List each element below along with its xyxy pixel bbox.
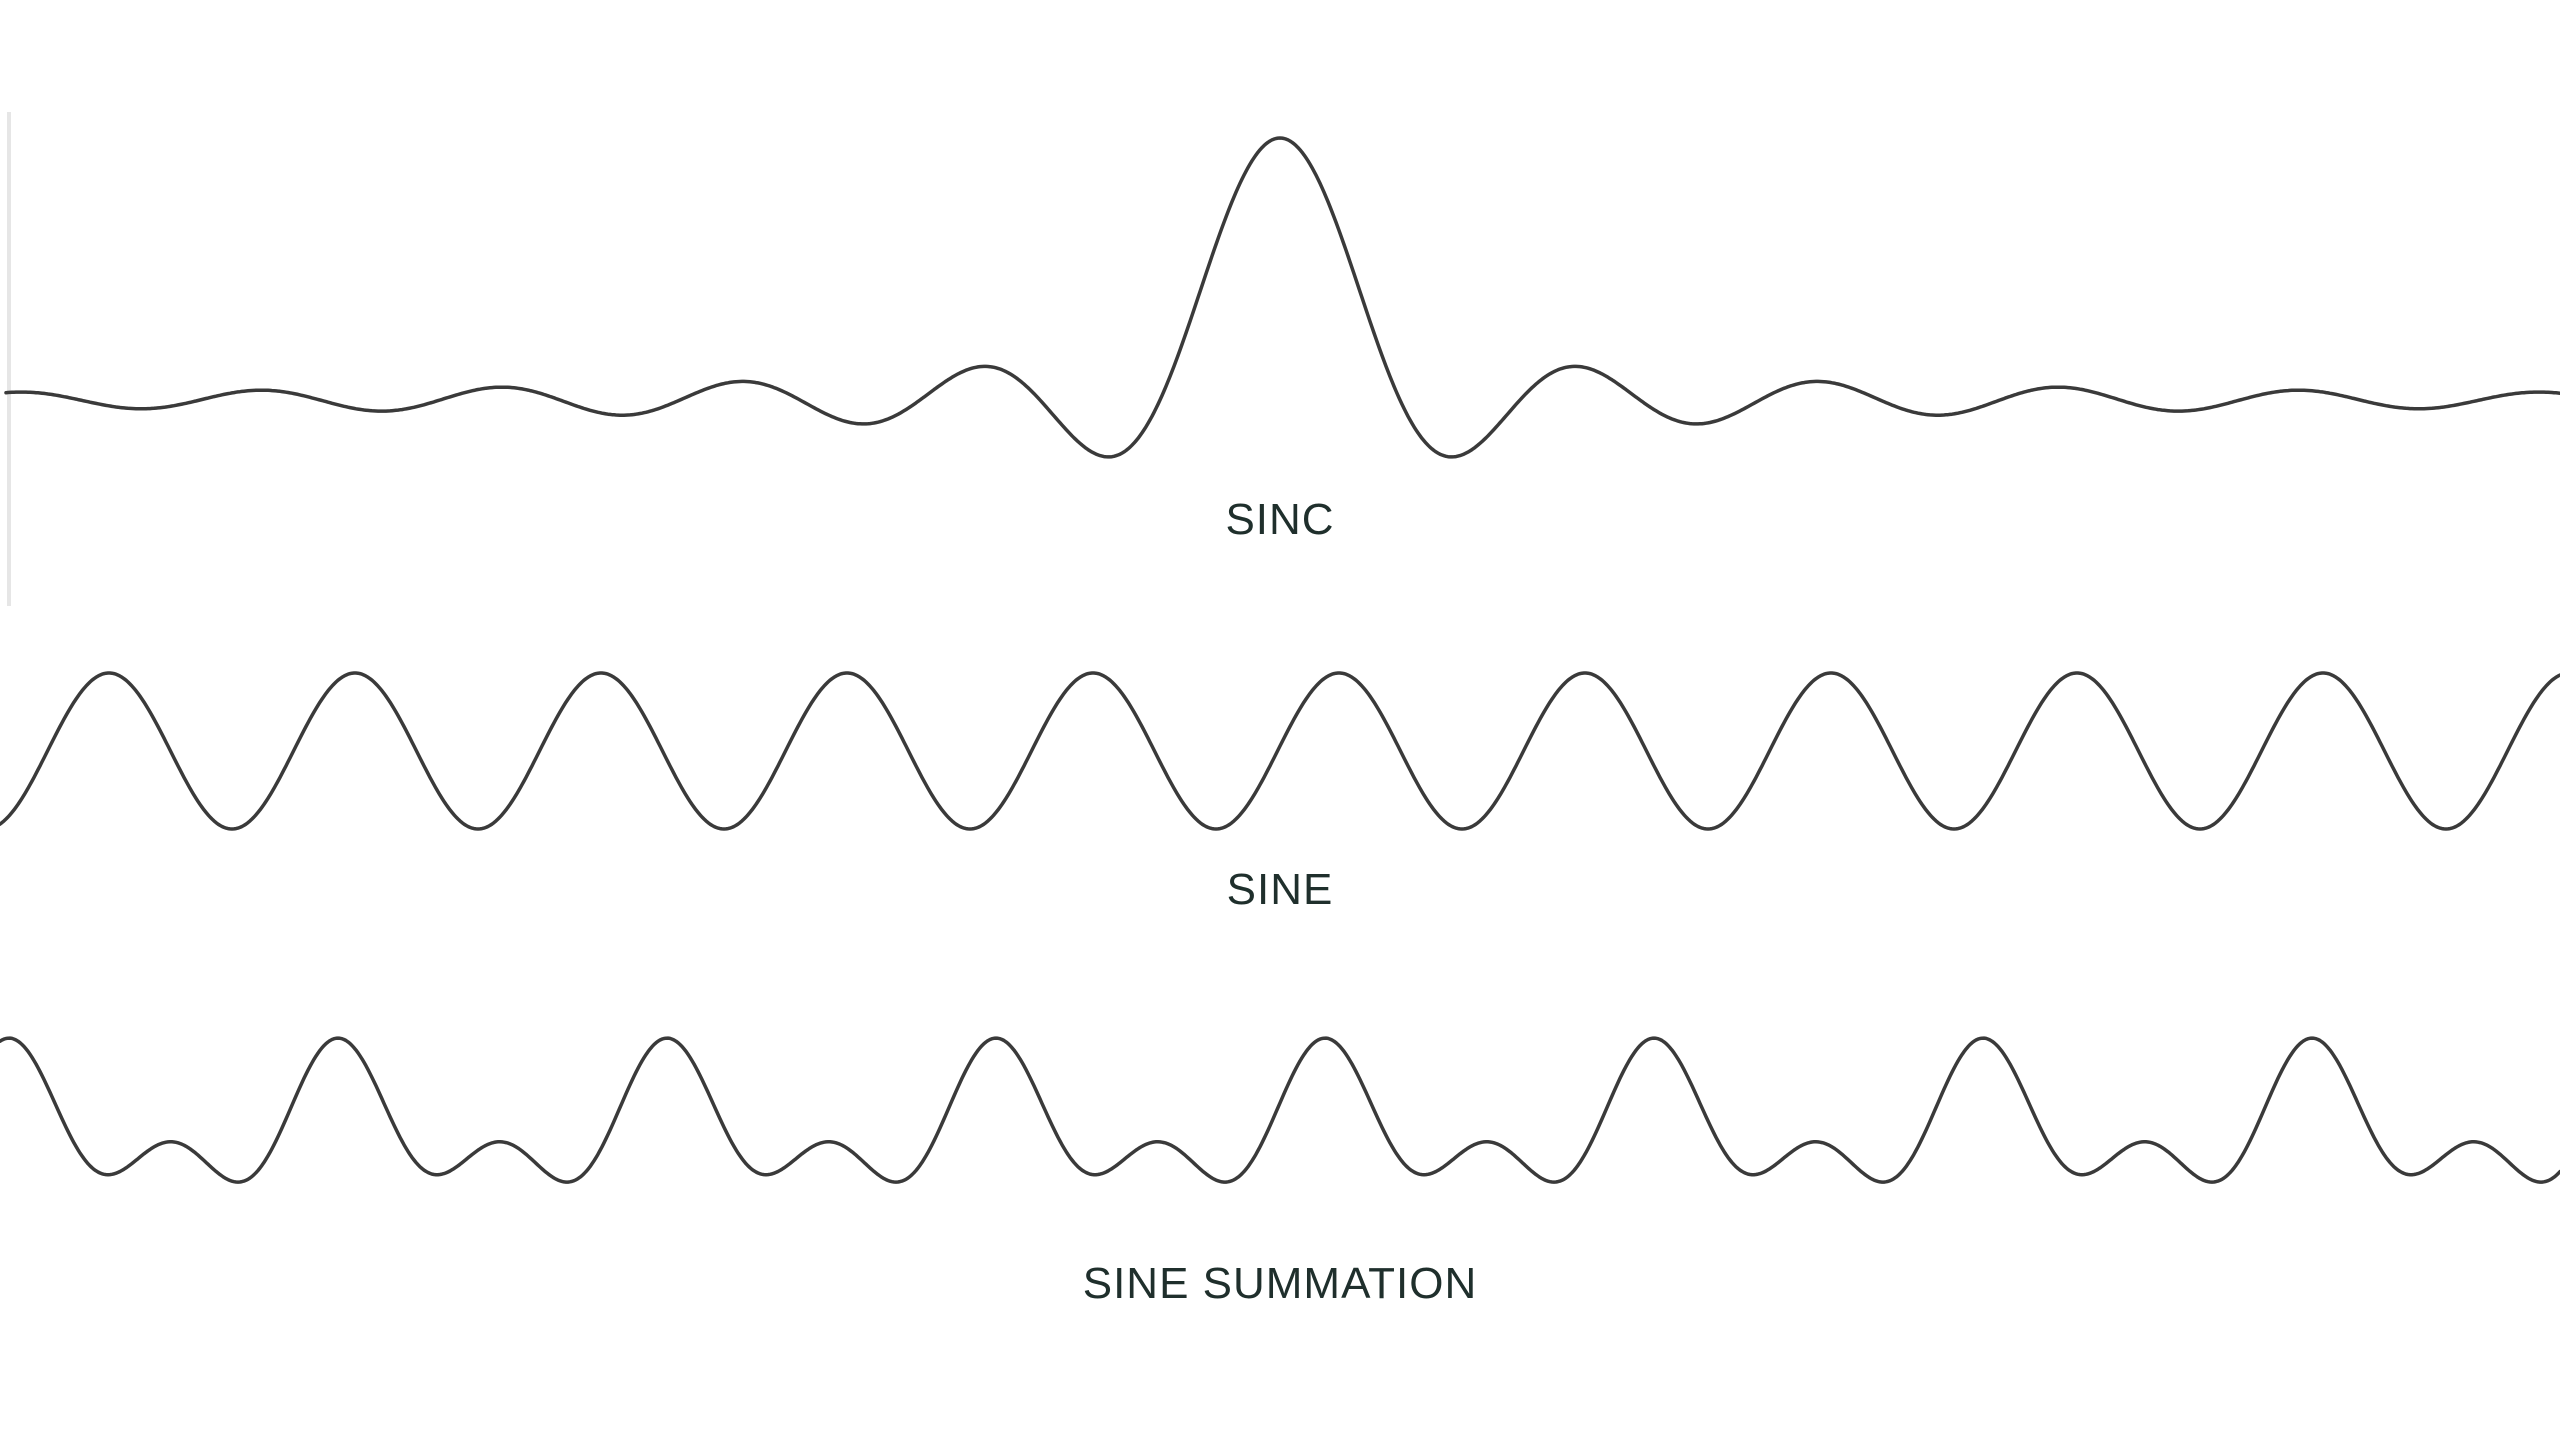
sine-label: SINE <box>1226 865 1334 914</box>
sinc-label: SINC <box>1225 495 1335 544</box>
sine-summation-waveform <box>0 1036 2560 1184</box>
sine-waveform <box>0 671 2560 831</box>
sine-summation-label: SINE SUMMATION <box>1082 1259 1478 1308</box>
sinc-waveform <box>4 136 2560 459</box>
